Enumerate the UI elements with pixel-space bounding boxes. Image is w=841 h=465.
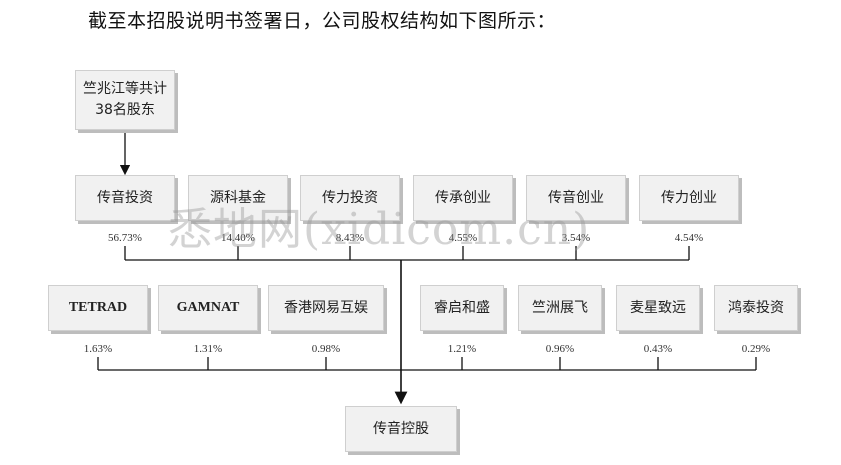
shareholder-name: 香港网易互娱 [284,300,368,316]
shareholder-box: 传音投资 [75,175,175,221]
ownership-percent: 1.31% [193,343,223,355]
ownership-percent: 4.55% [448,232,478,244]
shareholder-name: 传力创业 [661,190,717,206]
shareholder-name: 睿启和盛 [434,300,490,316]
ownership-percent: 3.54% [561,232,591,244]
shareholder-name: 鸿泰投资 [728,300,784,316]
ownership-percent: 0.98% [311,343,341,355]
company-box: 传音控股 [345,406,457,452]
shareholder-box: 传音创业 [526,175,626,221]
shareholder-name: 竺洲展飞 [532,300,588,316]
shareholder-name: 传承创业 [435,190,491,206]
company-name: 传音控股 [373,421,429,437]
shareholder-box: 竺洲展飞 [518,285,602,331]
shareholder-box: 香港网易互娱 [268,285,384,331]
ownership-percent: 0.29% [741,343,771,355]
ownership-percent: 0.43% [643,343,673,355]
ownership-percent: 14.40% [221,232,255,244]
top-holder-box: 竺兆江等共计 38名股东 [75,70,175,130]
shareholder-box: 睿启和盛 [420,285,504,331]
top-holder-line1: 竺兆江等共计 [83,81,167,97]
ownership-percent: 1.63% [83,343,113,355]
shareholder-name: TETRAD [68,300,128,315]
shareholder-box: 麦星致远 [616,285,700,331]
shareholder-box: 传力创业 [639,175,739,221]
ownership-percent: 4.54% [674,232,704,244]
shareholder-name: 麦星致远 [630,300,686,316]
shareholder-name: 传力投资 [322,190,378,206]
shareholder-box: 传承创业 [413,175,513,221]
shareholder-box: 传力投资 [300,175,400,221]
shareholder-box: GAMNAT [158,285,258,331]
shareholder-name: 传音创业 [548,190,604,206]
shareholder-box: 源科基金 [188,175,288,221]
shareholder-name: GAMNAT [176,300,240,315]
ownership-percent: 56.73% [108,232,142,244]
page-heading: 截至本招股说明书签署日，公司股权结构如下图所示： [88,10,557,32]
ownership-percent: 1.21% [447,343,477,355]
shareholder-box: TETRAD [48,285,148,331]
shareholder-name: 源科基金 [210,190,266,206]
shareholder-box: 鸿泰投资 [714,285,798,331]
top-holder-line2: 38名股东 [95,102,155,118]
shareholder-name: 传音投资 [97,190,153,206]
ownership-percent: 0.96% [545,343,575,355]
ownership-percent: 8.43% [335,232,365,244]
